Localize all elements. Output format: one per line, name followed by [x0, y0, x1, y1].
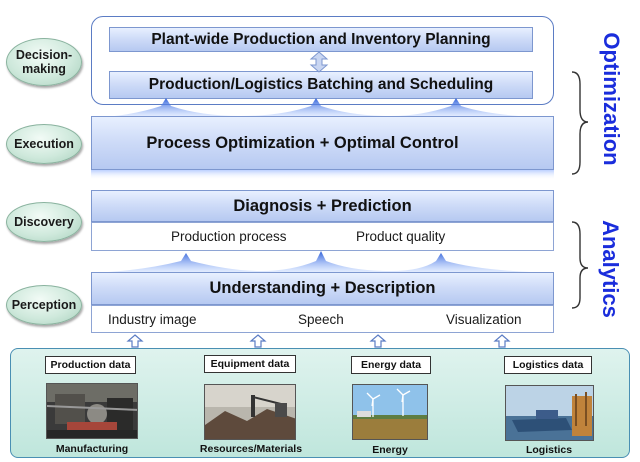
scheduling-label: Production/Logistics Batching and Schedu…	[148, 76, 494, 93]
stage-label: Discovery	[14, 215, 74, 229]
understanding-item: Speech	[298, 312, 344, 327]
stage-execution: Execution	[6, 124, 82, 164]
energy-data-label: Energy data	[351, 356, 431, 374]
up-arrow-icon	[249, 334, 267, 348]
stage-label: Decision-making	[15, 48, 73, 76]
upward-arrows-icon	[91, 251, 554, 273]
logistics-caption: Logistics	[525, 444, 573, 456]
execution-box: Process Optimization + Optimal Control	[91, 116, 554, 170]
braces	[571, 71, 589, 309]
production-data-label: Production data	[45, 356, 136, 374]
understanding-items: Industry image Speech Visualization	[91, 305, 554, 333]
understanding-item: Industry image	[108, 312, 197, 327]
diagnosis-box: Diagnosis + Prediction	[91, 190, 554, 222]
understanding-title: Understanding + Description	[209, 279, 436, 297]
stage-decision-making: Decision-making	[6, 38, 82, 86]
diagnosis-item: Production process	[171, 229, 287, 244]
equipment-data-label: Equipment data	[204, 355, 296, 373]
data-label-text: Production data	[50, 359, 131, 371]
energy-caption: Energy	[372, 444, 408, 456]
resources-caption: Resources/Materials	[199, 443, 303, 455]
logistics-image	[505, 385, 594, 441]
analytics-label: Analytics	[598, 220, 623, 318]
planning-label: Plant-wide Production and Inventory Plan…	[151, 30, 491, 48]
upward-arrows-icon	[91, 98, 554, 118]
data-label-text: Equipment data	[210, 358, 290, 370]
data-label-text: Energy data	[360, 359, 422, 371]
scheduling-box: Production/Logistics Batching and Schedu…	[109, 71, 533, 99]
manufacturing-caption: Manufacturing	[55, 443, 129, 455]
energy-image	[352, 384, 428, 440]
diagnosis-items: Production process Product quality	[91, 222, 554, 251]
understanding-box: Understanding + Description	[91, 272, 554, 305]
execution-label: Process Optimization + Optimal Control	[146, 133, 459, 152]
data-flow-arrows	[126, 334, 511, 348]
diagnosis-title: Diagnosis + Prediction	[233, 196, 412, 215]
up-arrow-icon	[126, 334, 144, 348]
glow-icon	[91, 170, 554, 180]
logistics-data-label: Logistics data	[504, 356, 592, 374]
diagnosis-item: Product quality	[356, 229, 446, 244]
optimization-brace-icon	[571, 71, 589, 175]
manufacturing-image	[46, 383, 138, 439]
planning-box: Plant-wide Production and Inventory Plan…	[109, 27, 533, 52]
analytics-brace-icon	[571, 221, 589, 309]
stage-discovery: Discovery	[6, 202, 82, 242]
double-arrow-icon	[309, 51, 329, 73]
stage-label: Perception	[11, 298, 77, 312]
data-label-text: Logistics data	[512, 359, 584, 371]
up-arrow-icon	[493, 334, 511, 348]
understanding-item: Visualization	[446, 312, 522, 327]
stage-label: Execution	[14, 137, 74, 151]
resources-materials-image	[204, 384, 296, 440]
up-arrow-icon	[369, 334, 387, 348]
optimization-label: Optimization	[599, 32, 624, 166]
stage-perception: Perception	[6, 285, 82, 325]
